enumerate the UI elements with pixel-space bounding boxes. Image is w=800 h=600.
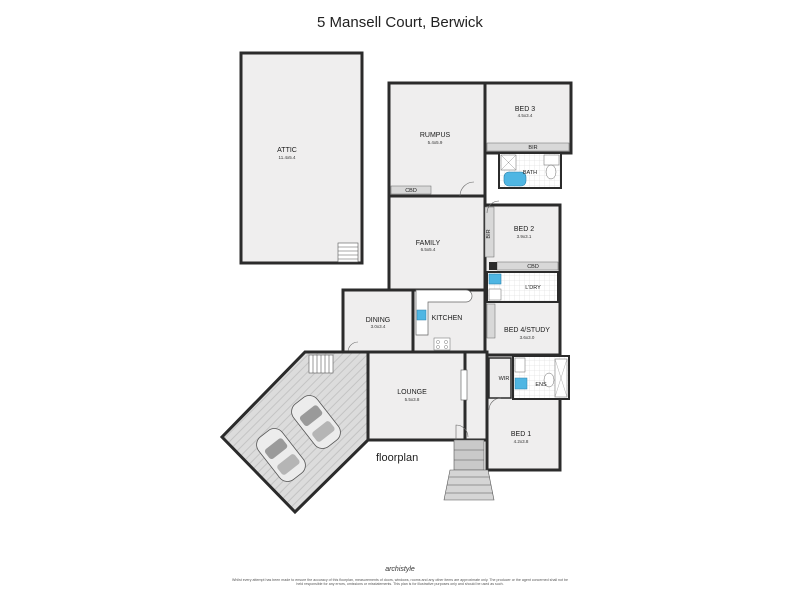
entry-steps [443,439,495,501]
kitchen-label: KITCHEN [432,315,463,322]
bathtub [503,171,527,187]
car-icon [256,428,306,482]
bed3-label: BED 3 [515,106,535,113]
kitchen-sink [416,309,427,321]
kitchen-room: KITCHEN [415,289,473,351]
bed1-label: BED 1 [511,431,531,438]
brand-logo: archistyle [385,566,415,573]
house-outline [341,81,573,472]
bed4-dim: 3.6x3.0 [520,335,535,340]
family-room: FAMILY 6.5x5.4 [416,240,441,252]
bed3-room: BIR BED 3 4.5x3.4 [486,106,570,152]
bed4-room: BED 4/STUDY 3.6x3.0 [486,303,550,340]
cbd-hall-label: CBD [527,264,539,270]
disclaimer-text: Whilst every attempt has been made to en… [231,578,569,587]
bir-side-unit [484,206,495,258]
lounge-room: LOUNGE 5.5x3.8 [397,369,469,440]
cbd-rumpus-label: CBD [405,188,417,194]
dining-label: DINING [366,317,391,324]
cooktop [433,337,451,351]
attic-label: ATTIC [277,147,297,154]
bed3-dim: 4.5x3.4 [518,113,533,118]
bed1-dim: 4.2x3.8 [514,439,529,444]
page-title: 5 Mansell Court, Berwick [317,14,483,31]
bed4-label: BED 4/STUDY [504,327,550,334]
rumpus-door-swing [459,181,475,197]
bir-top-unit [486,142,570,152]
bir-side-label: BIR [486,229,492,238]
bed1-room: BED 1 4.2x3.8 [511,431,531,444]
laundry-room: CBD L'DRY [486,261,559,303]
bed2-dim: 3.9x3.1 [517,234,532,239]
ldry-label: L'DRY [525,285,541,291]
bathroom: BATH [498,152,562,189]
bed2-label: BED 2 [514,226,534,233]
bir-top-label: BIR [528,145,537,151]
rumpus-dim: 5.4x5.9 [428,140,443,145]
ensuite: ENS [512,355,570,400]
rumpus-label: RUMPUS [420,132,451,139]
attic-dim: 11.4x5.4 [279,155,296,160]
wir-label: WIR [499,376,510,382]
toilet [545,164,557,180]
attic-stairs [337,242,359,263]
car-icon [291,395,341,449]
bed2-room: BIR BED 2 3.9x3.1 [484,200,534,258]
family-label: FAMILY [416,240,441,247]
family-dim: 6.5x5.4 [421,247,436,252]
wir-room: WIR [488,357,512,411]
vanity [543,154,560,166]
kitchen-bench [415,289,473,336]
ens-label: ENS [535,382,547,388]
lounge-dim: 5.5x3.8 [405,397,420,402]
floorplan-caption: floorplan [376,452,419,464]
garage [219,350,370,515]
bath-label: BATH [523,170,537,176]
attic-room: ATTIC 11.4x5.4 [239,51,364,265]
laundry-tub [488,273,502,285]
lounge-label: LOUNGE [397,389,427,396]
garage-stairs [308,354,334,374]
cbd-rumpus-unit [390,185,432,195]
dining-dim: 3.0x3.4 [371,324,386,329]
rumpus-room: CBD RUMPUS 5.4x5.9 [390,132,475,197]
